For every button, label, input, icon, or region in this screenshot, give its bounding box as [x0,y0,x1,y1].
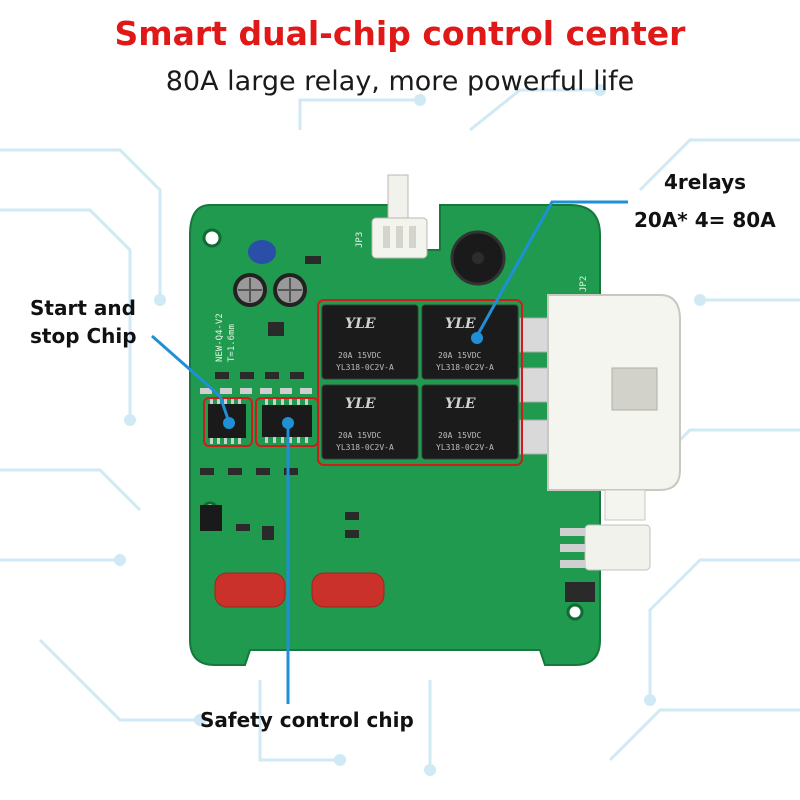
relay-bank [321,304,519,460]
mount-hole [202,228,222,248]
jp3-label: JP3 [355,232,365,248]
relay [321,304,419,380]
relay-brand-text: YLE [445,316,476,332]
circuit-background [0,88,800,770]
film-capacitor [214,572,286,608]
safety-chip-label: Safety control chip [200,708,414,732]
start-stop-chip-frame [203,397,253,447]
ceramic-capacitor [248,240,276,264]
mount-hole [566,603,584,621]
start-stop-chip-label: Start and stop Chip [30,296,137,348]
relay-brand-text: YLE [345,316,376,332]
page-title: Smart dual-chip control center [114,14,686,53]
relay [321,384,419,460]
film-capacitor [311,572,385,608]
relay-model-text: YL318-0C2V-A [436,443,494,452]
tact-switch [565,582,595,602]
relay-callout-line [475,200,628,337]
relays-spec-label: 20A* 4= 80A [634,208,776,232]
relay [421,384,519,460]
smd-components [200,256,359,540]
relay-model-text: YL318-0C2V-A [336,363,394,372]
relay-brand-text: YLE [445,396,476,412]
relay [421,304,519,380]
relay-rating-text: 20A 15VDC [438,431,482,440]
small-connector [560,524,651,571]
relay-model-text: YL318-0C2V-A [436,363,494,372]
jp2-label: JP2 [579,276,589,292]
board-thickness-text: T=1.6mm [227,324,237,362]
relays-count-label: 4relays [664,170,747,194]
relay-highlight-frame [317,299,523,466]
relay-rating-text: 20A 15VDC [438,351,482,360]
relay-brand-text: YLE [345,396,376,412]
page-subtitle: 80A large relay, more powerful life [165,66,635,97]
start-stop-callout-line [151,334,231,423]
jp3-connector [371,174,428,259]
small-ic [200,505,222,531]
relay-rating-text: 20A 15VDC [338,351,382,360]
relay-rating-text: 20A 15VDC [338,431,382,440]
power-connector [519,294,681,521]
board-model-text: NEW-Q4-V2 [215,313,225,362]
relay-model-text: YL318-0C2V-A [336,443,394,452]
